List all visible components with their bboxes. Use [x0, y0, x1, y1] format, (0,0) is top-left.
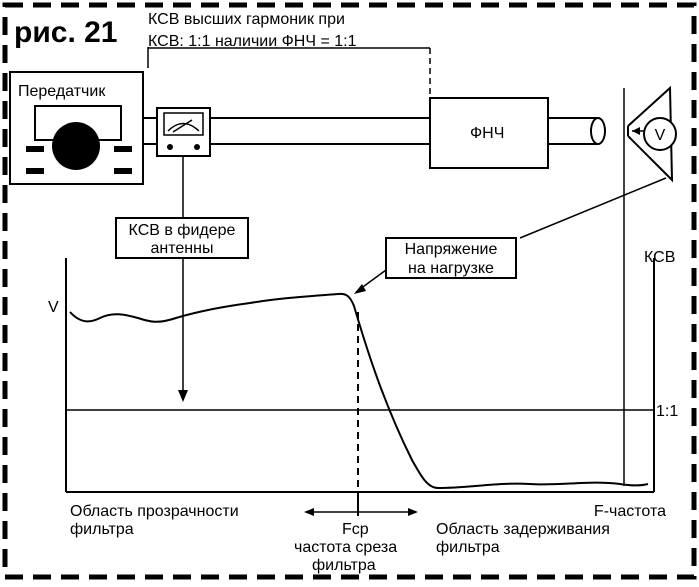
- load-voltage-line-2: на нагрузке: [408, 260, 494, 277]
- passband-line-1: Область прозрачности: [70, 503, 239, 520]
- swr-feeder-line-2: антенны: [151, 240, 214, 257]
- left-arrow-icon: [304, 508, 314, 516]
- swr-1-1-label: 1:1: [656, 403, 678, 420]
- voltmeter-symbol: V: [655, 127, 666, 144]
- stopband-line-1: Область задерживания: [436, 521, 610, 538]
- right-arrow-icon: [408, 508, 418, 516]
- cutoff-symbol: Fср: [342, 521, 369, 538]
- cutoff-text-line-1: частота среза: [294, 539, 397, 556]
- header-leader: [147, 47, 430, 68]
- load-voltage-line-1: Напряжение: [405, 241, 498, 258]
- swr-meter-icon: [156, 107, 211, 157]
- freq-axis-label: F-частота: [594, 503, 666, 520]
- knob-icon: [52, 122, 100, 170]
- coax-pointer-arrow: [632, 127, 640, 135]
- dashed-frame: [2, 2, 697, 580]
- swr-feeder-callout: [115, 217, 249, 259]
- transmitter-label: Передатчик: [18, 83, 106, 100]
- voltmeter-icon: [643, 117, 677, 151]
- load-voltage-leader: [519, 177, 667, 239]
- stopband-line-2: фильтра: [436, 539, 500, 556]
- axis-label-v: V: [48, 299, 59, 316]
- lpf-block: [429, 97, 549, 169]
- coax-connector-icon: [590, 117, 606, 145]
- load-voltage-callout: [385, 237, 517, 279]
- load-voltage-arrow: [354, 284, 366, 294]
- swr-feeder-line-1: КСВ в фидере: [129, 222, 236, 239]
- cutoff-text-line-2: фильтра: [312, 557, 376, 574]
- figure-label: рис. 21: [14, 16, 118, 49]
- passband-line-2: фильтра: [70, 521, 134, 538]
- lpf-label: ФНЧ: [470, 125, 504, 142]
- voltage-response-curve: [69, 292, 649, 490]
- axis-label-swr: КСВ: [644, 249, 675, 266]
- swr-pointer-arrow: [178, 390, 188, 402]
- header-line-1: КСВ высших гармоник при: [148, 11, 345, 28]
- header-line-2: КСВ: 1:1 наличии ФНЧ = 1:1: [148, 33, 357, 50]
- transmitter-block: Передатчик: [9, 71, 144, 185]
